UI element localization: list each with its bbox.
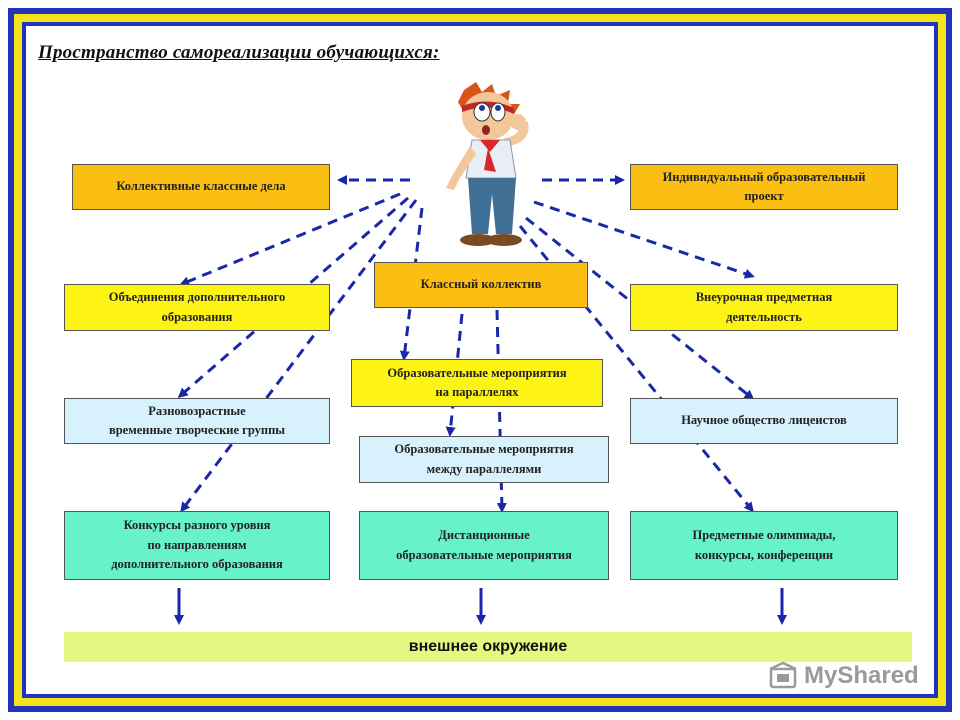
box-olimpiady-line1: Предметные олимпиады, <box>692 528 836 543</box>
box-konkursy-line3: дополнительного образования <box>111 557 283 572</box>
mortarboard-icon <box>769 661 797 689</box>
box-vneurochnaya-line2: деятельность <box>726 309 802 324</box>
box-distancionnye: Дистанционные образовательные мероприяти… <box>359 511 609 580</box>
person-illustration <box>446 82 529 246</box>
box-nauchnoe-label: Научное общество лицеистов <box>681 413 847 428</box>
box-olimpiady-line2: конкурсы, конференции <box>694 547 834 562</box>
box-raznovozrast: Разновозрастные временные творческие гру… <box>64 398 330 444</box>
box-paralleli: Образовательные мероприятия на параллеля… <box>351 359 603 407</box>
box-obedinenia: Объединения дополнительного образования <box>64 284 330 331</box>
external-environment-bar: внешнее окружение <box>64 632 912 662</box>
box-paralleli-line1: Образовательные мероприятия <box>387 365 567 380</box>
box-raznovozrast-line1: Разновозрастные <box>148 403 246 418</box>
box-individualny-line2: проект <box>744 189 784 203</box>
box-vneurochnaya: Внеурочная предметная деятельность <box>630 284 898 331</box>
page-title: Пространство самореализации обучающихся: <box>38 42 440 63</box>
arrow-to-vneurochnaya <box>533 200 755 279</box>
box-individualny-line1: Индивидуальный образовательный <box>662 169 866 184</box>
box-paralleli-line2: на параллелях <box>435 385 519 399</box>
box-individualny-proekt: Индивидуальный образовательный проект <box>630 164 898 210</box>
box-nauchnoe: Научное общество лицеистов <box>630 398 898 444</box>
box-distant-line1: Дистанционные <box>438 528 530 543</box>
box-kollektivnye-dela: Коллективные классные дела <box>72 164 330 210</box>
box-vneurochnaya-line1: Внеурочная предметная <box>695 290 833 305</box>
box-distant-line2: образовательные мероприятия <box>396 547 572 562</box>
watermark-logo: MyShared <box>768 656 928 696</box>
box-olimpiady: Предметные олимпиады, конкурсы, конферен… <box>630 511 898 580</box>
arrow-to-obedinenia <box>179 192 401 286</box>
external-environment-label: внешнее окружение <box>408 638 568 655</box>
box-raznovozrast-line2: временные творческие группы <box>108 423 286 437</box>
box-kollektivnye-label: Коллективные классные дела <box>116 179 286 194</box>
arrow-to-konkursy <box>180 199 418 513</box>
box-obedinenia-line1: Объединения дополнительного <box>108 290 286 305</box>
box-klassny-kollektiv: Классный коллектив <box>374 262 588 308</box>
box-mezhdu-line2: между параллелями <box>426 461 542 476</box>
box-mezhdu-parallelyami: Образовательные мероприятия между паралл… <box>359 436 609 483</box>
box-obedinenia-line2: образования <box>161 309 233 324</box>
box-konkursy-line1: Конкурсы разного уровня <box>123 518 271 533</box>
box-klassny-label: Классный коллектив <box>420 277 542 292</box>
box-konkursy: Конкурсы разного уровня по направлениям … <box>64 511 330 580</box>
box-konkursy-line2: по направлениям <box>147 537 247 552</box>
box-mezhdu-line1: Образовательные мероприятия <box>394 442 574 457</box>
watermark-text: MyShared <box>804 662 919 689</box>
